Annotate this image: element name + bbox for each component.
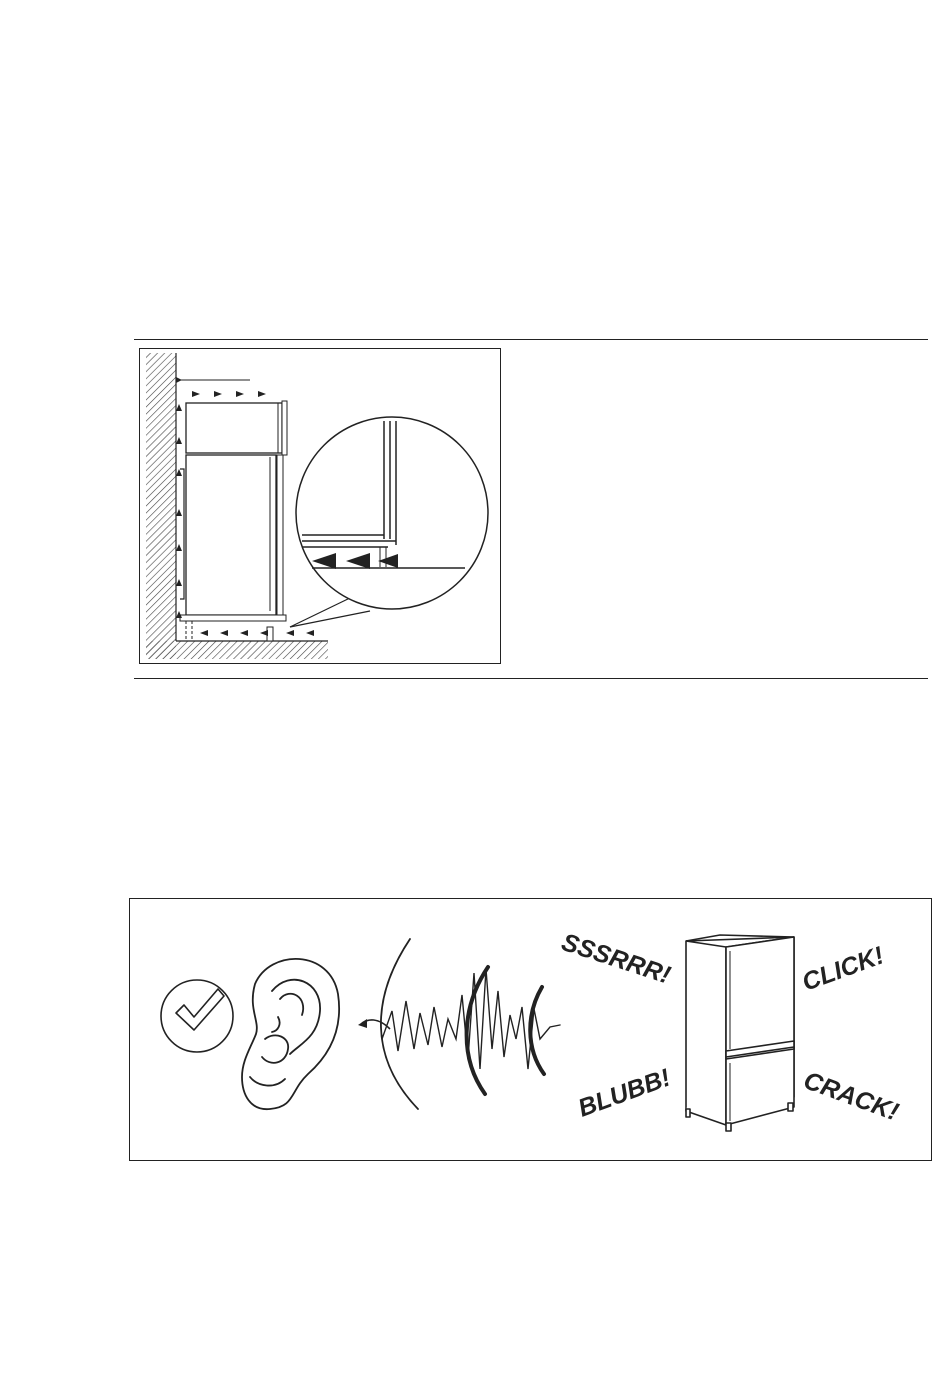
wall-hatch bbox=[146, 353, 176, 659]
appliance-base bbox=[180, 615, 286, 621]
sound-word-click: CLICK! bbox=[798, 941, 887, 996]
floor-hatch bbox=[146, 641, 328, 659]
magnifier-detail bbox=[290, 417, 488, 627]
sound-word-sssrrr: SSSRRR! bbox=[558, 928, 674, 989]
sound-word-crack: CRACK! bbox=[800, 1066, 902, 1126]
ventilation-figure bbox=[139, 348, 501, 664]
ventilation-diagram bbox=[140, 349, 500, 663]
ear-icon bbox=[242, 959, 339, 1109]
rear-airflow-arrows bbox=[176, 404, 182, 618]
section-divider-bottom bbox=[134, 678, 928, 679]
sound-wave-icon bbox=[381, 939, 560, 1109]
noises-figure: SSSRRR! CLICK! BLUBB! CRACK! bbox=[129, 898, 932, 1161]
appliance-body bbox=[186, 455, 276, 615]
top-airflow-arrows bbox=[192, 391, 266, 397]
upper-cabinet bbox=[186, 403, 282, 453]
bottom-airflow-arrows bbox=[200, 630, 314, 636]
refrigerator-icon bbox=[686, 935, 794, 1131]
checkmark-icon bbox=[161, 980, 233, 1052]
section-divider-top bbox=[134, 339, 928, 340]
sound-word-blubb: BLUBB! bbox=[574, 1064, 674, 1123]
noises-illustration: SSSRRR! CLICK! BLUBB! CRACK! bbox=[130, 899, 931, 1160]
